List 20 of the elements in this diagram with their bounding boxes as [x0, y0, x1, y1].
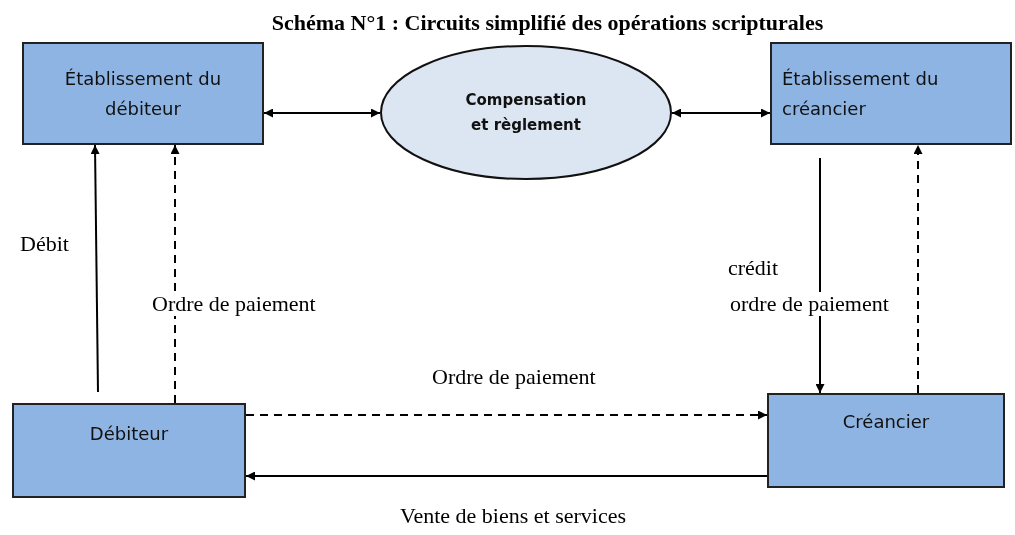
arrow [90, 144, 100, 393]
arrow [170, 144, 180, 404]
arrow [671, 108, 771, 118]
arrow [245, 471, 768, 481]
process-box [12, 403, 246, 498]
arrow [263, 108, 381, 118]
arrow [815, 157, 825, 394]
process-box [767, 393, 1005, 488]
arrow [245, 410, 768, 420]
node-label: Établissement du débiteur [64, 66, 222, 121]
process-box [22, 42, 264, 145]
node-label: Débiteur [89, 422, 169, 446]
node-label: Compensation et règlement [464, 89, 588, 136]
node-label: Créancier [842, 410, 930, 434]
arrow [913, 144, 923, 394]
ellipse-node [380, 45, 672, 180]
edge-label: ordre de paiement [728, 292, 891, 317]
diagram-title: Schéma N°1 : Circuits simplifié des opérations scripturales [270, 10, 825, 36]
node-label: Établissement du créancier [782, 66, 940, 121]
process-box [770, 42, 1012, 145]
